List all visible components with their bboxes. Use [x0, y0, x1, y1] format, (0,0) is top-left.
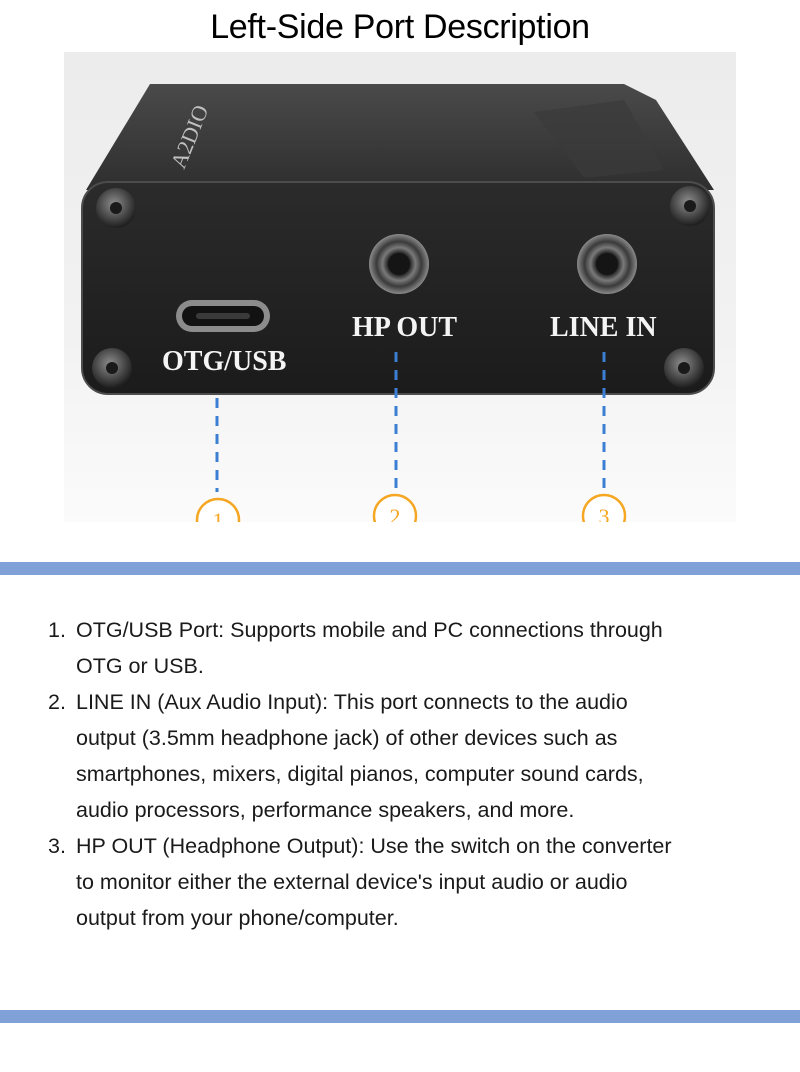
line-in-jack-icon	[577, 234, 637, 294]
callout-2: 2	[372, 493, 418, 522]
list-item-line: OTG/USB Port: Supports mobile and PC con…	[76, 618, 663, 642]
screw-icon	[96, 188, 136, 228]
list-item-number: 1.	[48, 618, 66, 642]
device-top-groove	[534, 100, 664, 178]
callout-3: 3	[581, 493, 627, 522]
list-item-line: output from your phone/computer.	[76, 906, 399, 930]
port-label-line-in: LINE IN	[550, 312, 657, 343]
bottom-divider	[0, 1010, 800, 1023]
list-item-line: to monitor either the external device's …	[76, 870, 628, 894]
port-label-hp-out: HP OUT	[352, 312, 457, 343]
list-item: 3. HP OUT (Headphone Output): Use the sw…	[48, 828, 768, 936]
device-photo: A2DIO	[64, 52, 736, 522]
list-item-line: LINE IN (Aux Audio Input): This port con…	[76, 690, 628, 714]
port-label-otg-usb: OTG/USB	[162, 346, 286, 377]
top-divider	[0, 562, 800, 575]
device-front-edge	[81, 181, 715, 395]
list-item-line: audio processors, performance speakers, …	[76, 798, 575, 822]
port-description-list: 1. OTG/USB Port: Supports mobile and PC …	[48, 612, 768, 936]
callout-number-2: 2	[390, 504, 401, 522]
list-item: 1. OTG/USB Port: Supports mobile and PC …	[48, 612, 768, 684]
page-title: Left-Side Port Description	[210, 8, 590, 46]
list-item-line: output (3.5mm headphone jack) of other d…	[76, 726, 618, 750]
callout-number-1: 1	[213, 508, 224, 522]
list-item-line: OTG or USB.	[76, 654, 204, 678]
screw-icon	[92, 348, 132, 388]
screw-icon	[664, 348, 704, 388]
callout-1: 1	[195, 497, 241, 522]
list-item-number: 2.	[48, 690, 66, 714]
list-item: 2. LINE IN (Aux Audio Input): This port …	[48, 684, 768, 828]
usb-c-port-icon	[176, 300, 270, 332]
list-item-line: HP OUT (Headphone Output): Use the switc…	[76, 834, 672, 858]
list-item-line: smartphones, mixers, digital pianos, com…	[76, 762, 644, 786]
screw-icon	[670, 186, 710, 226]
callout-number-3: 3	[599, 504, 610, 522]
hp-out-jack-icon	[369, 234, 429, 294]
list-item-number: 3.	[48, 834, 66, 858]
